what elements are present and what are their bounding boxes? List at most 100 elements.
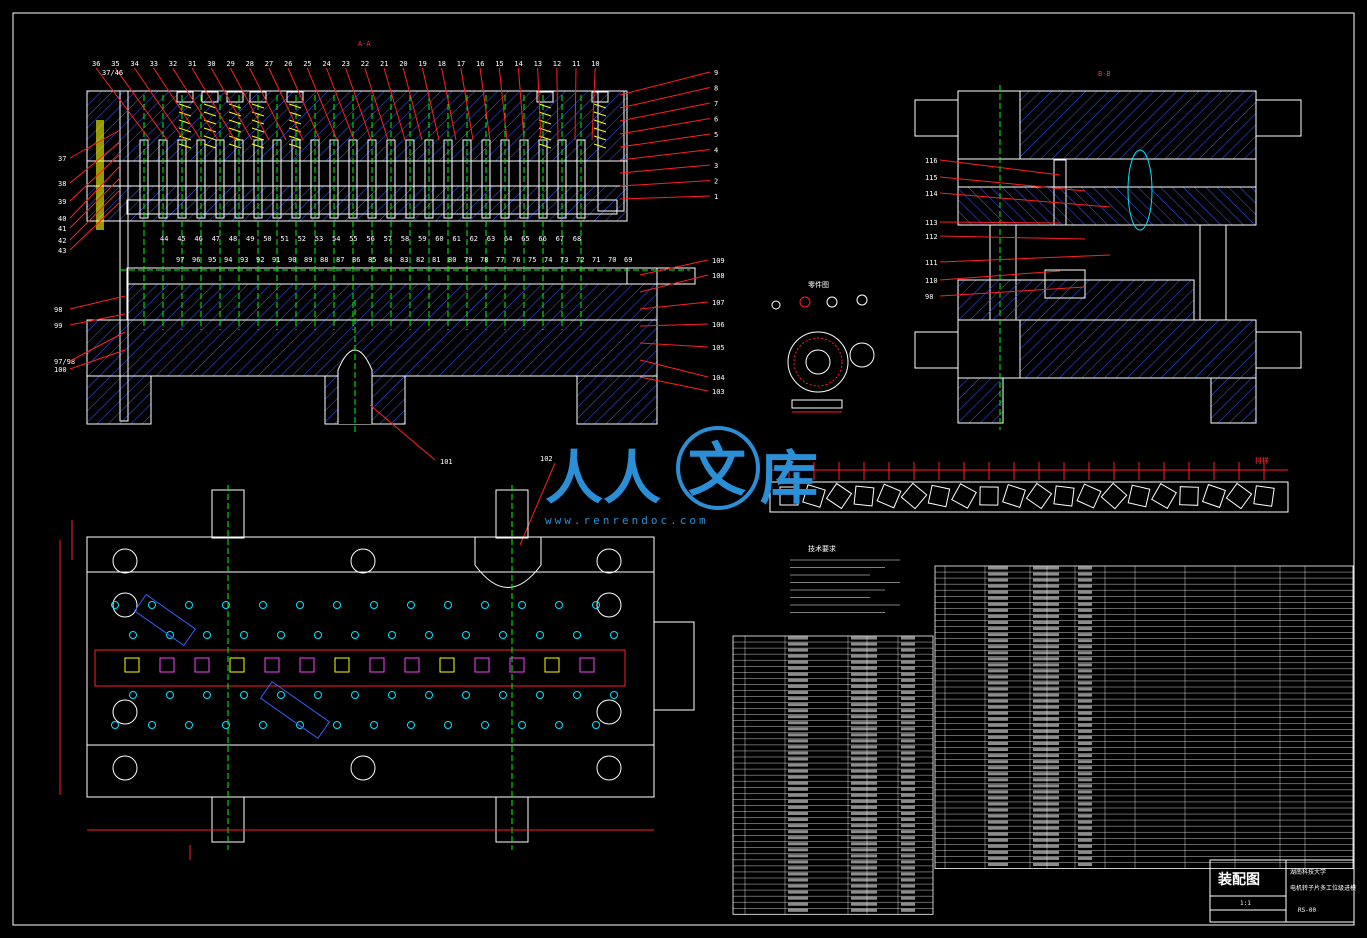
bom-cell <box>788 878 808 882</box>
bom-cell <box>1078 802 1092 806</box>
plan-station <box>509 657 525 673</box>
bom-cell <box>1078 735 1092 739</box>
screw-hole <box>351 691 359 699</box>
bom-cell <box>988 578 1008 582</box>
callout-52: 52 <box>298 235 306 243</box>
bom-cell <box>1033 651 1059 655</box>
spring-coil <box>593 127 607 133</box>
side-callout-113: 113 <box>925 219 938 227</box>
callout-14: 14 <box>514 60 522 68</box>
watermark-text-left: 人人 <box>545 444 661 512</box>
callout-107: 107 <box>712 299 725 307</box>
bom-cell <box>851 805 877 809</box>
bom-cell <box>901 654 915 658</box>
bom-cell <box>1078 863 1092 866</box>
spring-coil <box>228 135 242 141</box>
plan-station <box>124 657 140 673</box>
bom-cell <box>1078 566 1092 570</box>
strip-station <box>825 482 853 510</box>
callout-60: 60 <box>435 235 443 243</box>
screw-hole <box>148 721 156 729</box>
guide-post-left <box>119 90 129 422</box>
callout-89: 89 <box>304 256 312 264</box>
callout-47: 47 <box>212 235 220 243</box>
bom-cell <box>788 866 808 870</box>
bom-cell <box>901 866 915 870</box>
bom-cell <box>988 705 1008 709</box>
bom-cell <box>901 739 915 743</box>
screw-hole <box>166 631 174 639</box>
parts-figure-title: 零件图 <box>808 280 829 289</box>
bom-cell <box>988 566 1008 570</box>
spring-coil <box>228 111 242 117</box>
spring-coil <box>178 135 192 141</box>
bom-cell <box>851 672 877 676</box>
watermark-text-right: 库 <box>760 444 818 512</box>
section-aa-label: A-A <box>358 40 371 48</box>
bom-cell <box>988 814 1008 818</box>
screw-hole <box>240 631 248 639</box>
bom-cell <box>1078 705 1092 709</box>
front-section-view: A-A <box>69 40 711 432</box>
screw-hole <box>314 691 322 699</box>
bom-cell <box>901 775 915 779</box>
bom-cell <box>901 672 915 676</box>
callout-82: 82 <box>416 256 424 264</box>
callout-48: 48 <box>229 235 237 243</box>
spring-coil <box>203 143 217 149</box>
bom-cell <box>788 678 808 682</box>
bom-cell <box>988 693 1008 697</box>
bom-cell <box>788 763 808 767</box>
bom-cell <box>851 775 877 779</box>
bom-cell <box>1078 820 1092 824</box>
callout-46: 46 <box>194 235 202 243</box>
bom-cell <box>851 787 877 791</box>
callout-39: 39 <box>58 198 66 206</box>
spring-coil <box>203 135 217 141</box>
screw-hole <box>296 601 304 609</box>
bom-cell <box>1033 856 1059 860</box>
screw-hole <box>407 601 415 609</box>
bom-cell <box>788 805 808 809</box>
callout-55: 55 <box>349 235 357 243</box>
bom-cell <box>901 781 915 785</box>
bom-cell <box>788 739 808 743</box>
bom-cell <box>1078 602 1092 606</box>
callout-85: 85 <box>368 256 376 264</box>
bom-cell <box>851 890 877 894</box>
parts-figure: 零件图 <box>771 280 875 413</box>
screw-hole <box>222 601 230 609</box>
bom-cell <box>901 769 915 773</box>
callout-10: 10 <box>591 60 599 68</box>
strip-station <box>1053 485 1075 507</box>
tech-req-title: 技术要求 <box>808 544 836 553</box>
bom-cell <box>851 860 877 864</box>
guide-hole <box>112 592 138 618</box>
bom-cell <box>988 832 1008 836</box>
callout-37-46: 37/46 <box>102 69 123 77</box>
callout-22: 22 <box>361 60 369 68</box>
callout-17: 17 <box>457 60 465 68</box>
bom-cell <box>901 727 915 731</box>
screw-hole <box>203 631 211 639</box>
callout-25: 25 <box>303 60 311 68</box>
bom-cell <box>1033 663 1059 667</box>
bom-cell <box>901 703 915 707</box>
callout-103: 103 <box>712 388 725 396</box>
screw-hole <box>370 721 378 729</box>
bom-cell <box>1078 608 1092 612</box>
bom-cell <box>788 787 808 791</box>
screw-hole <box>333 721 341 729</box>
bom-cell <box>1078 572 1092 576</box>
bom-cell <box>1078 844 1092 848</box>
bom-cell <box>851 636 877 640</box>
bom-cell <box>1033 590 1059 594</box>
screw-hole <box>536 631 544 639</box>
bom-cell <box>901 787 915 791</box>
strip-station <box>1127 484 1151 508</box>
callout-26: 26 <box>284 60 292 68</box>
strip-station <box>876 483 902 509</box>
bom-cell <box>1033 602 1059 606</box>
bom-cell <box>1078 657 1092 661</box>
bom-cell <box>1033 723 1059 727</box>
